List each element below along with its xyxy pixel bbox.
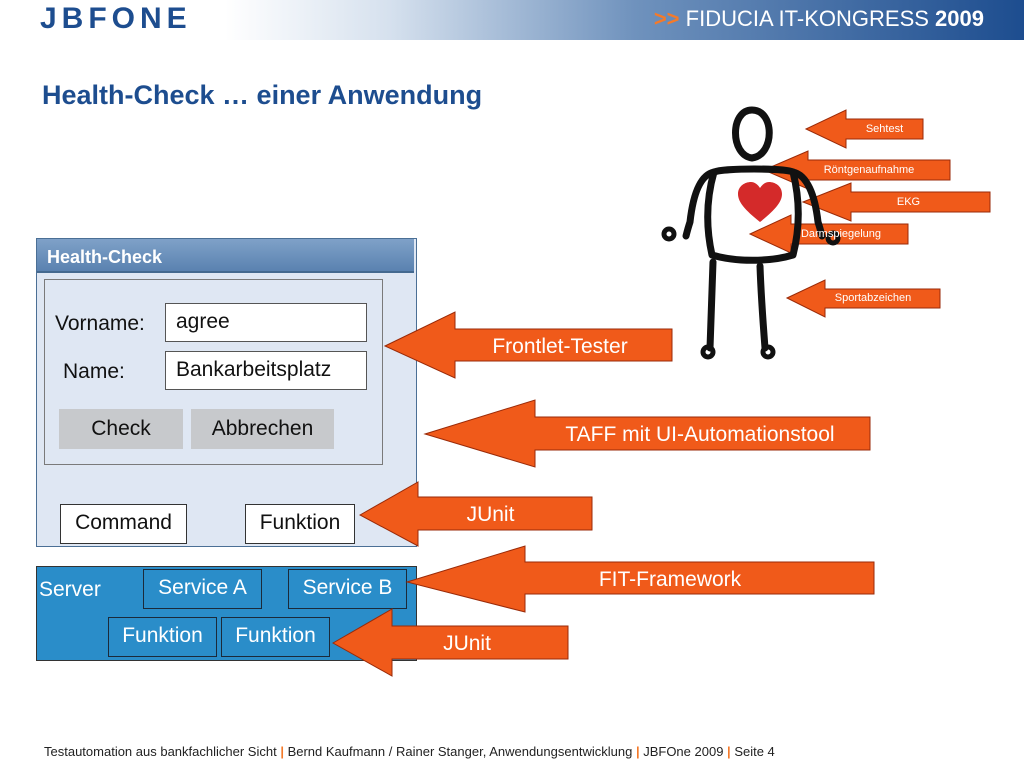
- command-box: Command: [60, 504, 187, 544]
- sportabzeichen-label: Sportabzeichen: [834, 292, 912, 304]
- footer-separator: |: [727, 744, 731, 759]
- arrow-ekg: [801, 182, 991, 222]
- person-joints: [661, 226, 841, 360]
- heart-icon: [738, 182, 782, 222]
- server-label: Server: [39, 578, 101, 601]
- arrow-frontlet: [383, 311, 673, 379]
- server-funktion-box-2: Funktion: [221, 617, 330, 657]
- abbrechen-button[interactable]: Abbrechen: [191, 409, 334, 449]
- service-a-box: Service A: [143, 569, 262, 609]
- footer-topic: Testautomation aus bankfachlicher Sicht: [44, 744, 277, 759]
- congress-name: FIDUCIA IT-KONGRESS: [685, 6, 929, 31]
- slide-title: Health-Check … einer Anwendung: [42, 80, 483, 110]
- name-field[interactable]: Bankarbeitsplatz: [165, 351, 367, 390]
- roentgen-label: Röntgenaufnahme: [823, 164, 915, 176]
- taff-label: TAFF mit UI-Automationstool: [565, 423, 835, 446]
- junit-label-1: JUnit: [466, 503, 515, 526]
- check-button[interactable]: Check: [59, 409, 183, 449]
- header-bar: [0, 0, 1024, 40]
- footer-authors: Bernd Kaufmann / Rainer Stanger, Anwendu…: [287, 744, 633, 759]
- service-b-box: Service B: [288, 569, 407, 609]
- footer-separator: |: [280, 744, 284, 759]
- arrow-junit-2: [331, 608, 569, 677]
- health-check-titlebar: Health-Check: [37, 239, 414, 273]
- congress-year: 2009: [935, 6, 984, 31]
- congress-title: >> FIDUCIA IT-KONGRESS 2009: [654, 6, 984, 32]
- fit-framework-label: FIT-Framework: [598, 568, 742, 591]
- server-funktion-box-1: Funktion: [108, 617, 217, 657]
- footer-event: JBFOne 2009: [643, 744, 724, 759]
- health-check-title: Health-Check: [47, 247, 163, 267]
- vorname-field[interactable]: agree: [165, 303, 367, 342]
- sehtest-label: Sehtest: [865, 123, 904, 135]
- frontlet-tester-label: Frontlet-Tester: [492, 335, 628, 358]
- name-label: Name:: [63, 360, 125, 383]
- darmspiegelung-label: Darmspiegelung: [800, 228, 882, 240]
- arrow-fit: [405, 545, 875, 613]
- jbfone-logo: JBFONE: [40, 2, 192, 35]
- footer-separator: |: [635, 744, 640, 759]
- person-figure: [682, 106, 826, 352]
- vorname-label: Vorname:: [55, 312, 145, 335]
- arrow-sport: [785, 279, 941, 318]
- junit-label-2: JUnit: [443, 632, 491, 655]
- congress-prefix: >>: [653, 6, 680, 31]
- ekg-label: EKG: [896, 196, 921, 208]
- footer-page: Seite 4: [734, 744, 775, 759]
- arrow-taff: [423, 399, 871, 468]
- arrow-junit-1: [358, 481, 593, 547]
- funktion-box: Funktion: [245, 504, 355, 544]
- arrow-sehtest: [804, 109, 924, 149]
- footer: Testautomation aus bankfachlicher Sicht …: [44, 744, 775, 759]
